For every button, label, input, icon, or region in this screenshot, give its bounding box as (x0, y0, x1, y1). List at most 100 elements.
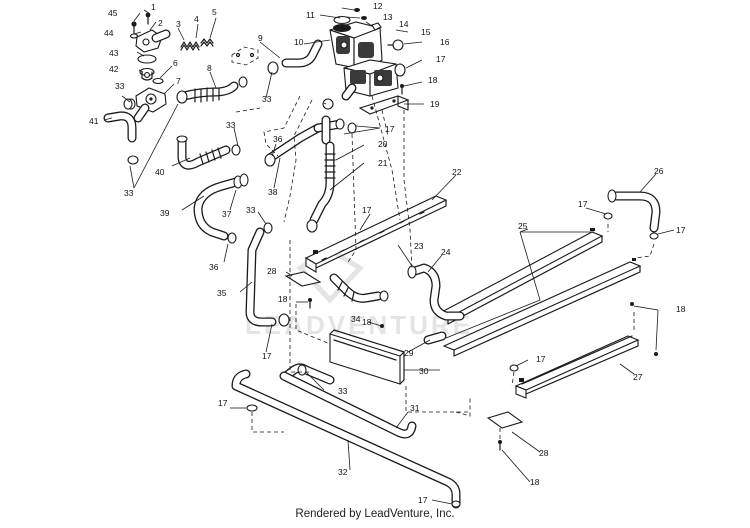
hose-34 (329, 273, 389, 303)
callout-8: 8 (207, 63, 212, 73)
hose-20-21 (306, 141, 336, 233)
callout-33d: 33 (124, 188, 134, 198)
clamp-17-right (603, 212, 659, 240)
callout-33f: 33 (338, 386, 348, 396)
callout-12: 12 (373, 1, 383, 11)
callout-20: 20 (378, 139, 388, 149)
screw-18-right (630, 302, 658, 356)
thermostat-cover-2 (135, 29, 171, 53)
cap-12 (354, 8, 360, 12)
gasket-plate (231, 46, 259, 66)
radiator-rail-22 (304, 195, 448, 273)
callout-19: 19 (430, 99, 440, 109)
callout-17g: 17 (262, 351, 272, 361)
clamp-17-upper (394, 63, 406, 77)
leader-lines (103, 7, 675, 505)
callout-40: 40 (155, 167, 165, 177)
callout-3: 3 (176, 19, 181, 29)
callout-18a: 18 (428, 75, 438, 85)
callout-labels: 1 2 3 4 5 6 7 8 9 10 11 12 13 14 15 16 1… (89, 1, 686, 505)
callout-15: 15 (421, 27, 431, 37)
callout-26: 26 (654, 166, 664, 176)
callout-17h: 17 (218, 398, 228, 408)
callout-21: 21 (378, 158, 388, 168)
screw-1 (145, 12, 151, 25)
hose-8 (176, 76, 248, 104)
hose-36 (264, 123, 323, 167)
callout-9: 9 (258, 33, 263, 43)
callout-36b: 36 (209, 262, 219, 272)
gasket-6 (152, 77, 164, 85)
radiator-rail-25-lower (442, 258, 642, 357)
callout-27: 27 (633, 372, 643, 382)
callout-17c: 17 (362, 205, 372, 215)
callout-28a: 28 (267, 266, 277, 276)
callout-44: 44 (104, 28, 114, 38)
callout-2: 2 (158, 18, 163, 28)
callout-10: 10 (294, 37, 304, 47)
footer-credit: Rendered by LeadVenture, Inc. (295, 508, 455, 520)
tube-31 (279, 371, 417, 439)
hose-40 (176, 135, 241, 170)
hose-35 (245, 222, 290, 327)
callout-25: 25 (518, 221, 528, 231)
callout-14: 14 (399, 19, 409, 29)
cap-11 (333, 15, 351, 25)
callout-22: 22 (452, 167, 462, 177)
clamp-16 (387, 39, 404, 51)
callout-37: 37 (222, 209, 232, 219)
callout-18d: 18 (676, 304, 686, 314)
thermostat-42 (139, 67, 155, 81)
callout-1: 1 (151, 2, 156, 12)
callout-41: 41 (89, 116, 99, 126)
callout-4: 4 (194, 14, 199, 24)
water-pump (341, 59, 399, 101)
callout-17i: 17 (418, 495, 428, 505)
callout-43: 43 (109, 48, 119, 58)
screw-18-lower (498, 440, 502, 451)
callout-17a: 17 (436, 54, 446, 64)
hose-26 (607, 189, 661, 233)
callout-11: 11 (306, 10, 315, 20)
callout-24: 24 (441, 247, 451, 257)
callout-13: 13 (383, 12, 393, 22)
tube-32 (231, 369, 461, 509)
callout-23: 23 (414, 241, 424, 251)
bracket-19 (358, 95, 410, 115)
screw-45 (131, 21, 137, 34)
callout-35: 35 (217, 288, 227, 298)
callout-31: 31 (410, 403, 420, 413)
callout-28b: 28 (539, 448, 549, 458)
callout-18c: 18 (362, 317, 372, 327)
callout-33c: 33 (226, 120, 236, 130)
fitting-14 (371, 22, 382, 31)
callout-29: 29 (404, 348, 414, 358)
screw-18-upper (400, 84, 404, 95)
callout-17b: 17 (385, 124, 395, 134)
spring-4 (180, 41, 200, 51)
callout-42: 42 (109, 64, 119, 74)
bracket-28-upper (284, 271, 322, 287)
clamp-17-lower (246, 404, 461, 508)
clamp-17-mid (509, 364, 519, 372)
callout-33e: 33 (246, 205, 256, 215)
radiator-rail-25-upper (436, 228, 604, 325)
callout-17f: 17 (536, 354, 546, 364)
callout-38: 38 (268, 187, 278, 197)
callout-34: 34 (351, 314, 361, 324)
callout-18e: 18 (530, 477, 540, 487)
callout-6: 6 (173, 58, 178, 68)
thermostat-housing-7 (133, 87, 167, 123)
clamp-37 (233, 173, 249, 189)
callout-17e: 17 (676, 225, 686, 235)
clip-5 (200, 38, 214, 47)
callout-32: 32 (338, 467, 348, 477)
callout-33b: 33 (262, 94, 272, 104)
callout-18b: 18 (278, 294, 288, 304)
radiator-rail-27 (514, 335, 640, 399)
callout-17d: 17 (578, 199, 588, 209)
callout-33a: 33 (115, 81, 125, 91)
bracket-28-lower (486, 411, 524, 429)
